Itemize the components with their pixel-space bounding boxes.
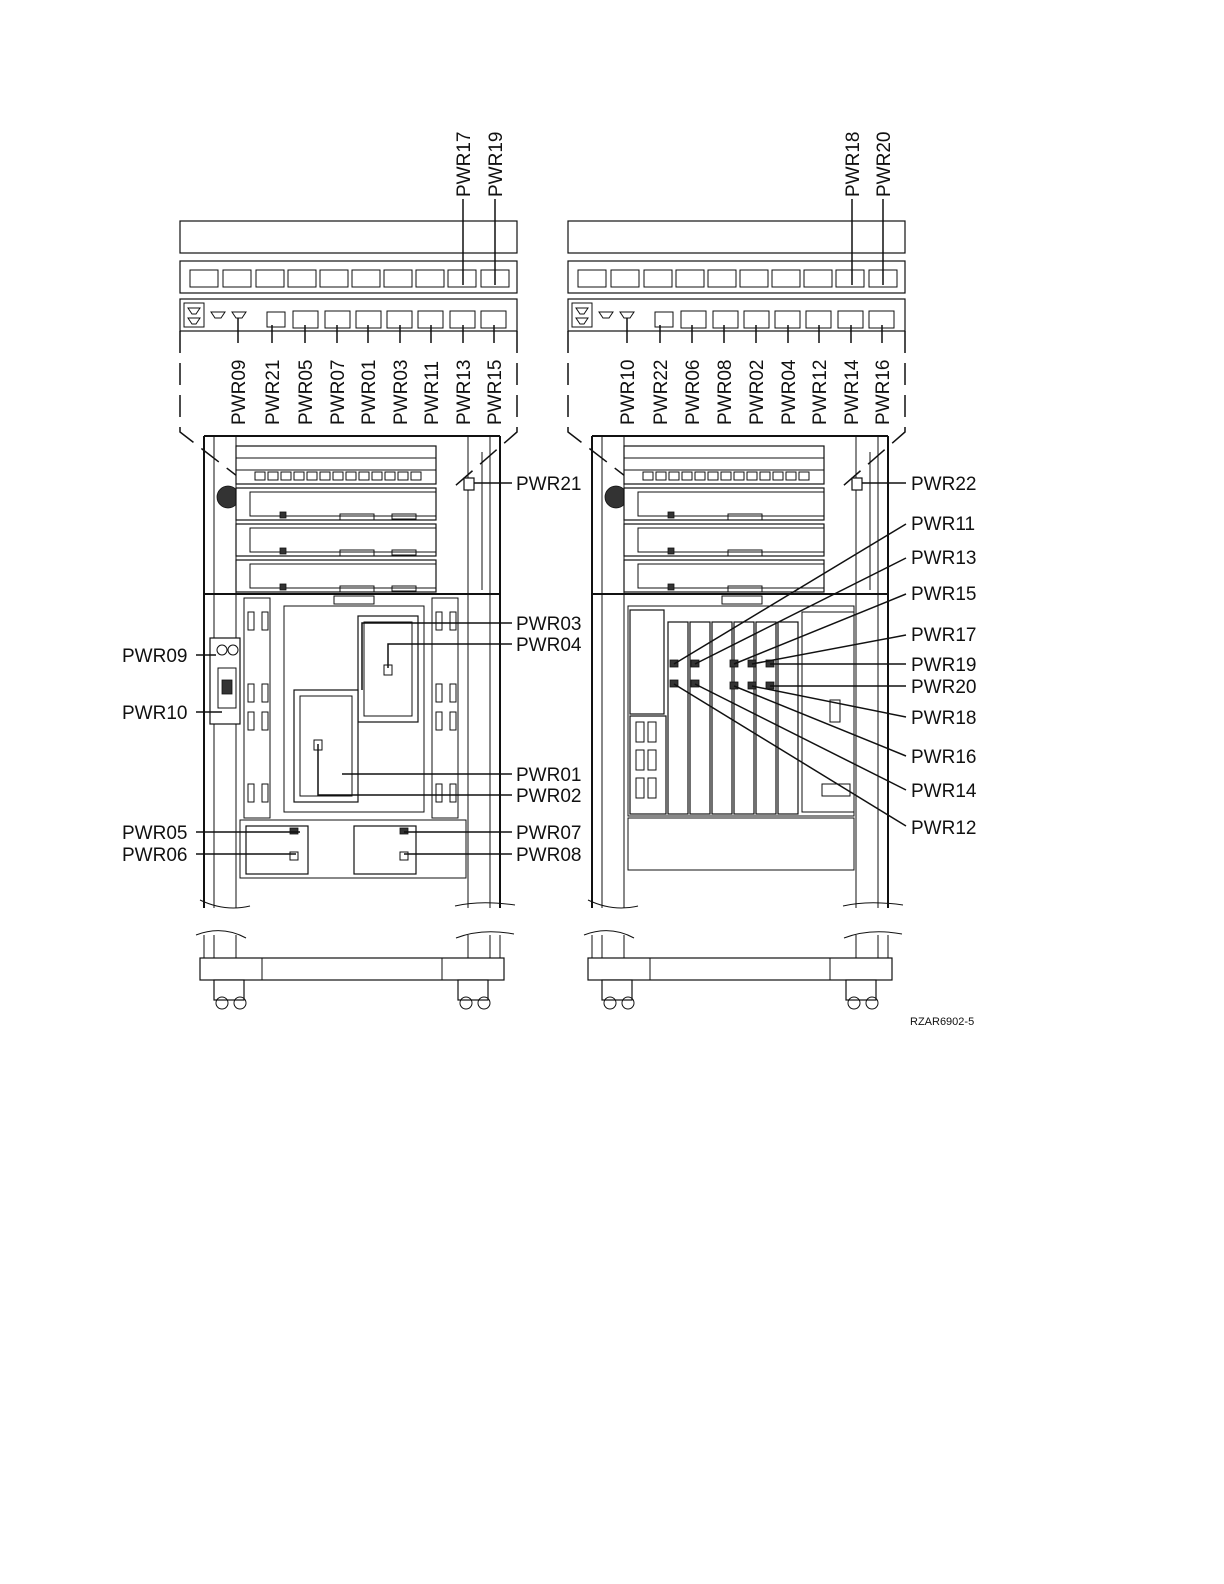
label-pwr17: PWR17 <box>911 625 976 646</box>
label-pwr12: PWR12 <box>911 818 976 839</box>
label-pwr06: PWR06 <box>122 845 187 866</box>
label-pwr13-top: PWR13 <box>454 360 475 425</box>
label-pwr21: PWR21 <box>516 474 581 495</box>
label-pwr01: PWR01 <box>516 765 581 786</box>
label-pwr02-top: PWR02 <box>747 360 768 425</box>
label-pwr01-top: PWR01 <box>359 360 380 425</box>
label-pwr02: PWR02 <box>516 786 581 807</box>
label-pwr14-top: PWR14 <box>842 359 863 425</box>
left-unit-detail <box>180 199 517 486</box>
right-unit-detail <box>568 199 905 486</box>
label-pwr22: PWR22 <box>911 474 976 495</box>
left-rack <box>196 436 515 1009</box>
label-pwr15: PWR15 <box>911 584 976 605</box>
label-pwr04-top: PWR04 <box>779 359 800 425</box>
label-pwr10: PWR10 <box>122 703 187 724</box>
right-rack <box>584 436 906 1009</box>
label-pwr04: PWR04 <box>516 635 582 656</box>
label-pwr19: PWR19 <box>911 655 976 676</box>
label-pwr11: PWR11 <box>911 514 975 535</box>
label-pwr14: PWR14 <box>911 781 977 802</box>
label-pwr07-top: PWR07 <box>328 360 349 425</box>
label-pwr03-top: PWR03 <box>391 360 412 425</box>
label-pwr12-top: PWR12 <box>810 360 831 425</box>
label-pwr09: PWR09 <box>122 646 187 667</box>
label-pwr07: PWR07 <box>516 823 581 844</box>
label-pwr20-top: PWR20 <box>874 132 895 197</box>
label-pwr16-top: PWR16 <box>873 360 894 425</box>
label-pwr06-top: PWR06 <box>683 360 704 425</box>
label-pwr08: PWR08 <box>516 845 581 866</box>
label-pwr22-top: PWR22 <box>651 360 672 425</box>
label-pwr15-top: PWR15 <box>485 360 506 425</box>
label-pwr20: PWR20 <box>911 677 976 698</box>
label-pwr13: PWR13 <box>911 548 976 569</box>
label-pwr03: PWR03 <box>516 614 581 635</box>
label-pwr11-top: PWR11 <box>422 361 443 425</box>
figure-id: RZAR6902-5 <box>910 1016 974 1028</box>
label-pwr16: PWR16 <box>911 747 976 768</box>
label-pwr05: PWR05 <box>122 823 187 844</box>
label-pwr09-top: PWR09 <box>229 360 250 425</box>
label-pwr10-top: PWR10 <box>618 360 639 425</box>
label-pwr08-top: PWR08 <box>715 360 736 425</box>
label-pwr21-top: PWR21 <box>263 360 284 425</box>
label-pwr18-top: PWR18 <box>843 132 864 197</box>
label-pwr05-top: PWR05 <box>296 360 317 425</box>
label-pwr19-top: PWR19 <box>486 132 507 197</box>
label-pwr17-top: PWR17 <box>454 132 475 197</box>
label-pwr18: PWR18 <box>911 708 976 729</box>
